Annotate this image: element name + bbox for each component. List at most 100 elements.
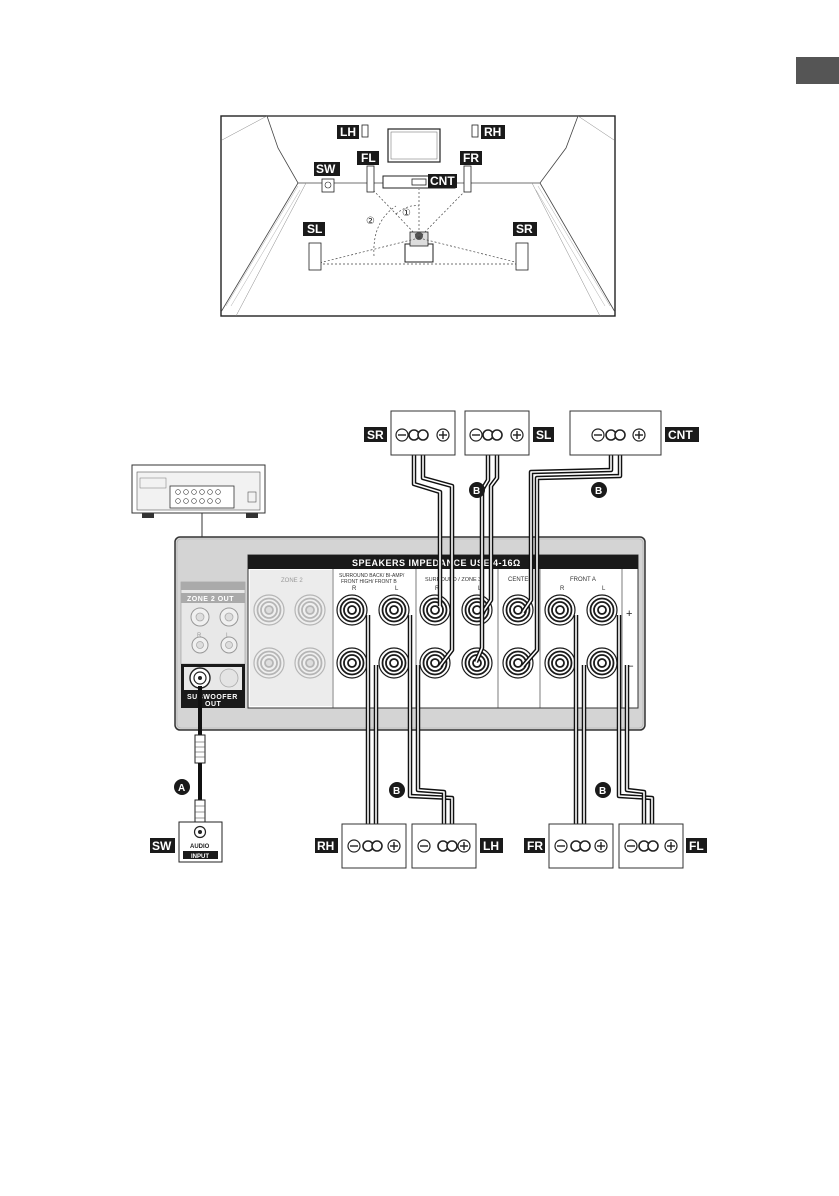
subwoofer-out-jack: SUBWOOFER OUT — [181, 664, 245, 708]
speaker-tag-cnt: CNT — [665, 427, 699, 442]
svg-text:B: B — [595, 486, 602, 497]
speaker-binding-post — [336, 647, 368, 679]
center-speaker-icon — [411, 178, 427, 186]
listener-seat — [404, 243, 434, 263]
cable-badge-b-front: B — [595, 782, 611, 798]
speaker-binding-post — [461, 594, 493, 626]
speaker-box-fl — [618, 823, 684, 869]
surround-back-label-2: FRONT HIGH/ FRONT B — [341, 579, 397, 585]
zone2-section-label: ZONE 2 — [281, 578, 303, 584]
front-a-section-label: FRONT A — [570, 577, 596, 583]
svg-text:SW: SW — [316, 162, 336, 176]
zone2-out-l-label: L — [226, 633, 230, 639]
speaker-fr-icon — [463, 165, 472, 193]
svg-text:A: A — [178, 783, 185, 794]
speaker-tag-sl: SL — [533, 427, 554, 442]
svg-text:L: L — [395, 586, 399, 592]
zone2-out-label: ZONE 2 OUT — [187, 596, 234, 603]
svg-text:FR: FR — [527, 839, 543, 853]
speaker-box-sl — [464, 410, 530, 456]
cable-badge-b-sr: B — [469, 482, 485, 498]
subwoofer-out-label: SUBWOOFER — [187, 694, 238, 701]
speaker-sl-icon — [308, 242, 322, 271]
svg-text:FL: FL — [361, 151, 376, 165]
svg-text:CNT: CNT — [668, 428, 693, 442]
speaker-box-rh — [341, 823, 407, 869]
speaker-tag-sw: SW — [150, 838, 175, 853]
speaker-binding-post — [253, 594, 285, 626]
svg-text:SW: SW — [152, 839, 172, 853]
svg-text:R: R — [560, 586, 565, 592]
surround-back-label: SURROUND BACK/ BI-AMP/ — [339, 573, 405, 579]
svg-text:SL: SL — [536, 428, 551, 442]
cable-badge-b-cnt: B — [591, 482, 607, 498]
subwoofer-out-label-2: OUT — [205, 701, 222, 708]
svg-text:R: R — [435, 586, 440, 592]
speaker-rh-icon — [471, 124, 479, 138]
polarity-minus: – — [627, 660, 634, 672]
subwoofer-rca-cable — [194, 686, 206, 825]
svg-text:RH: RH — [317, 839, 334, 853]
polarity-plus: + — [626, 608, 632, 620]
room-tag-fl: FL — [357, 151, 379, 165]
tv-screen — [387, 128, 441, 163]
svg-text:SL: SL — [307, 222, 322, 236]
speaker-tag-fl: FL — [686, 838, 707, 853]
side-tab — [796, 57, 839, 84]
speaker-binding-post — [586, 594, 618, 626]
speaker-binding-post — [544, 594, 576, 626]
speaker-binding-post — [502, 647, 534, 679]
svg-text:LH: LH — [483, 839, 499, 853]
svg-text:FR: FR — [463, 151, 479, 165]
speaker-binding-post — [586, 647, 618, 679]
speaker-binding-post — [294, 594, 326, 626]
speaker-box-fr — [548, 823, 614, 869]
room-tag-lh: LH — [337, 125, 359, 139]
room-tag-sl: SL — [303, 222, 325, 236]
speaker-tag-fr: FR — [524, 838, 545, 853]
room-tag-fr: FR — [460, 151, 482, 165]
speaker-binding-post — [544, 647, 576, 679]
room-layout-diagram: ① ② LH RH FL FR SW — [220, 115, 616, 317]
svg-text:L: L — [602, 586, 606, 592]
receiver-rear-thumbnail — [131, 464, 266, 537]
speaker-binding-post — [419, 594, 451, 626]
speakers-header: SPEAKERS IMPEDANCE USE 4-16Ω — [352, 558, 521, 568]
speaker-box-lh — [411, 823, 477, 869]
speaker-binding-post — [336, 594, 368, 626]
room-tag-cnt: CNT — [428, 174, 457, 188]
angle-mark-1: ① — [402, 208, 411, 219]
speaker-tag-rh: RH — [315, 838, 338, 853]
svg-text:FL: FL — [689, 839, 704, 853]
svg-text:RH: RH — [484, 125, 501, 139]
cable-badge-a: A — [174, 779, 190, 795]
left-io-section: ZONE 2 OUT R L — [180, 581, 246, 665]
room-tag-sr: SR — [513, 222, 537, 236]
svg-text:B: B — [599, 786, 606, 797]
speaker-tag-lh: LH — [480, 838, 503, 853]
zone2-out-r-label: R — [197, 633, 202, 639]
speaker-binding-post — [502, 594, 534, 626]
room-tag-sw: SW — [314, 162, 340, 176]
speaker-box-sr — [390, 410, 456, 456]
speaker-binding-post — [461, 647, 493, 679]
speaker-box-cnt — [569, 410, 662, 456]
speaker-sw-icon — [321, 178, 335, 193]
subwoofer-audio-input: AUDIO INPUT — [178, 821, 223, 863]
speaker-binding-post — [253, 647, 285, 679]
svg-text:SR: SR — [367, 428, 384, 442]
svg-text:LH: LH — [340, 125, 356, 139]
room-tag-rh: RH — [481, 125, 505, 139]
svg-text:CNT: CNT — [430, 174, 455, 188]
speaker-cables — [365, 445, 655, 835]
speaker-lh-icon — [361, 124, 369, 138]
speaker-binding-post — [294, 647, 326, 679]
speaker-binding-post — [378, 594, 410, 626]
svg-text:SR: SR — [516, 222, 533, 236]
cable-badge-b-rear: B — [389, 782, 405, 798]
speaker-binding-post — [419, 647, 451, 679]
speaker-sr-icon — [515, 242, 529, 271]
center-section-label: CENTER — [508, 577, 533, 583]
